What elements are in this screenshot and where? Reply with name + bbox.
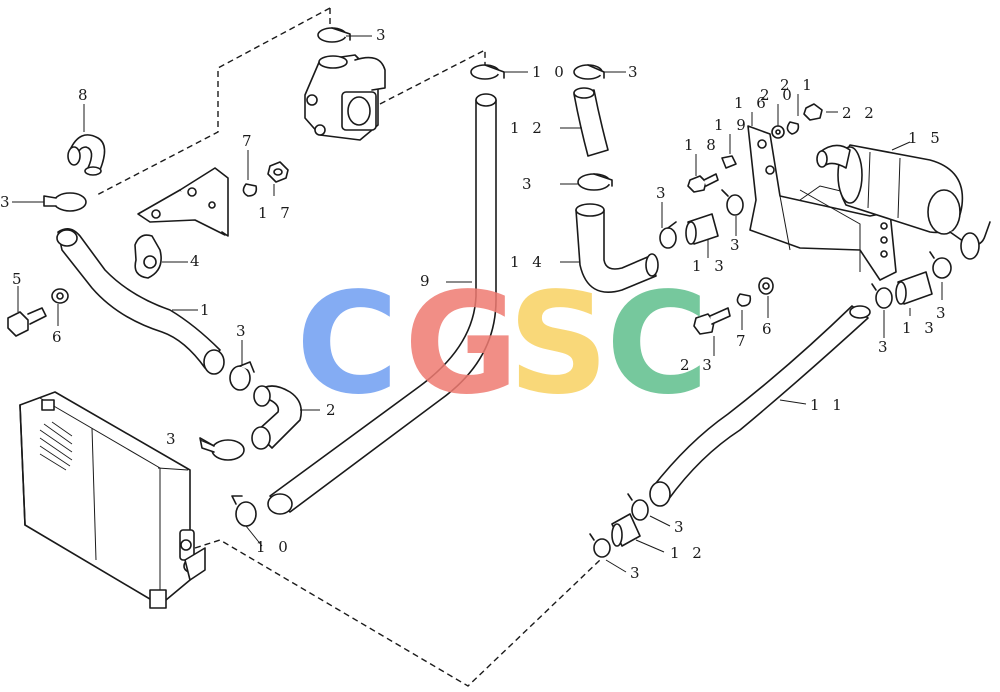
label-23: 2 3	[680, 356, 716, 374]
hose-clamp-1	[229, 361, 255, 391]
label-13: 1 3	[692, 257, 728, 275]
label-14: 1 4	[510, 253, 546, 271]
hose-clamp-11-bottom	[627, 493, 649, 521]
label-12: 1 2	[510, 119, 546, 137]
label-7: 7	[242, 132, 256, 150]
mounting-bracket	[137, 167, 229, 237]
hose-clip	[134, 234, 162, 279]
hose-clamp-13-upper	[721, 189, 744, 216]
label-13: 1 3	[902, 319, 938, 337]
lock-washer-7-top	[242, 183, 258, 197]
radiator	[19, 391, 206, 609]
label-9: 9	[420, 272, 434, 290]
lock-washer-7-right	[736, 293, 752, 307]
hose-clamp-2	[199, 437, 245, 461]
hose-clamp-10-bottom	[231, 495, 257, 527]
part-labels: 3 1 0 3 8 3 7 1 7 4 5 6 1 3 2 3 9 1 0 1 …	[0, 26, 950, 582]
label-8: 8	[78, 86, 92, 104]
cgsc-watermark: C G S C	[296, 263, 709, 426]
label-3: 3	[936, 304, 950, 322]
label-4: 4	[190, 252, 204, 270]
hose-clamp-10-top	[470, 64, 505, 80]
bolt-left	[7, 307, 47, 337]
hose-clamp-left	[43, 192, 87, 212]
thermostat-housing	[304, 54, 386, 141]
watermark-letter-s: S	[508, 263, 609, 426]
bracket-16	[747, 125, 897, 281]
label-15: 1 5	[908, 129, 944, 147]
hose-8	[67, 134, 106, 176]
washer-6-right	[758, 277, 774, 295]
leader-lines	[12, 35, 943, 573]
label-3: 3	[166, 430, 180, 448]
label-3: 3	[628, 63, 642, 81]
hose-clamp-12-top	[573, 64, 605, 80]
label-3: 3	[656, 184, 670, 202]
hose-clamp-12-lower	[589, 533, 611, 558]
hose-clamp-14-top	[577, 173, 613, 191]
label-3: 3	[522, 175, 536, 193]
label-3: 3	[236, 322, 250, 340]
label-3: 3	[376, 26, 390, 44]
hose-clamp-11-top	[871, 283, 893, 309]
label-22: 2 2	[842, 104, 878, 122]
hose-clamp-top	[317, 27, 351, 43]
bolt-18	[687, 173, 719, 193]
label-11: 1 1	[810, 396, 846, 414]
washer-left	[51, 288, 69, 304]
label-19: 1 9	[714, 116, 750, 134]
label-1: 1	[200, 301, 214, 319]
watermark-letter-c1: C	[296, 263, 399, 426]
radiator-grille	[39, 421, 73, 471]
hose-clamp-14	[659, 221, 677, 249]
watermark-letter-g: G	[404, 263, 519, 426]
connector-13-upper	[685, 213, 719, 245]
label-5: 5	[12, 270, 26, 288]
label-17: 1 7	[258, 204, 294, 222]
label-16: 1 6	[734, 94, 770, 112]
label-7: 7	[736, 332, 750, 350]
label-2: 2	[326, 401, 340, 419]
nut-17	[267, 161, 289, 183]
label-3: 3	[878, 338, 892, 356]
label-18: 1 8	[684, 136, 720, 154]
label-21: 2 1	[780, 76, 816, 94]
hose-clamp-13-lower	[929, 251, 952, 279]
label-10: 1 0	[256, 538, 292, 556]
label-6: 6	[762, 320, 776, 338]
hose-12-top	[573, 87, 609, 157]
assembly-dashed-lines	[94, 7, 601, 687]
label-3: 3	[630, 564, 644, 582]
washer-19	[721, 155, 737, 169]
label-3: 3	[0, 193, 14, 211]
watermark-letter-c2: C	[606, 263, 709, 426]
nut-22	[803, 103, 823, 121]
label-20: 2 0	[760, 86, 796, 104]
bolt-23	[693, 307, 731, 335]
heat-exchanger	[816, 144, 991, 260]
washer-20	[771, 125, 785, 139]
label-3: 3	[674, 518, 688, 536]
label-6: 6	[52, 328, 66, 346]
hose-2	[251, 385, 303, 450]
hose-9	[267, 93, 497, 515]
lock-washer-21	[786, 121, 800, 135]
hose-14	[575, 203, 659, 293]
connector-12-lower	[611, 513, 641, 547]
label-10: 1 0	[532, 63, 568, 81]
label-3: 3	[730, 236, 744, 254]
hose-1	[56, 228, 225, 375]
hose-11	[649, 305, 871, 507]
connector-13-lower	[895, 271, 933, 305]
label-12: 1 2	[670, 544, 706, 562]
